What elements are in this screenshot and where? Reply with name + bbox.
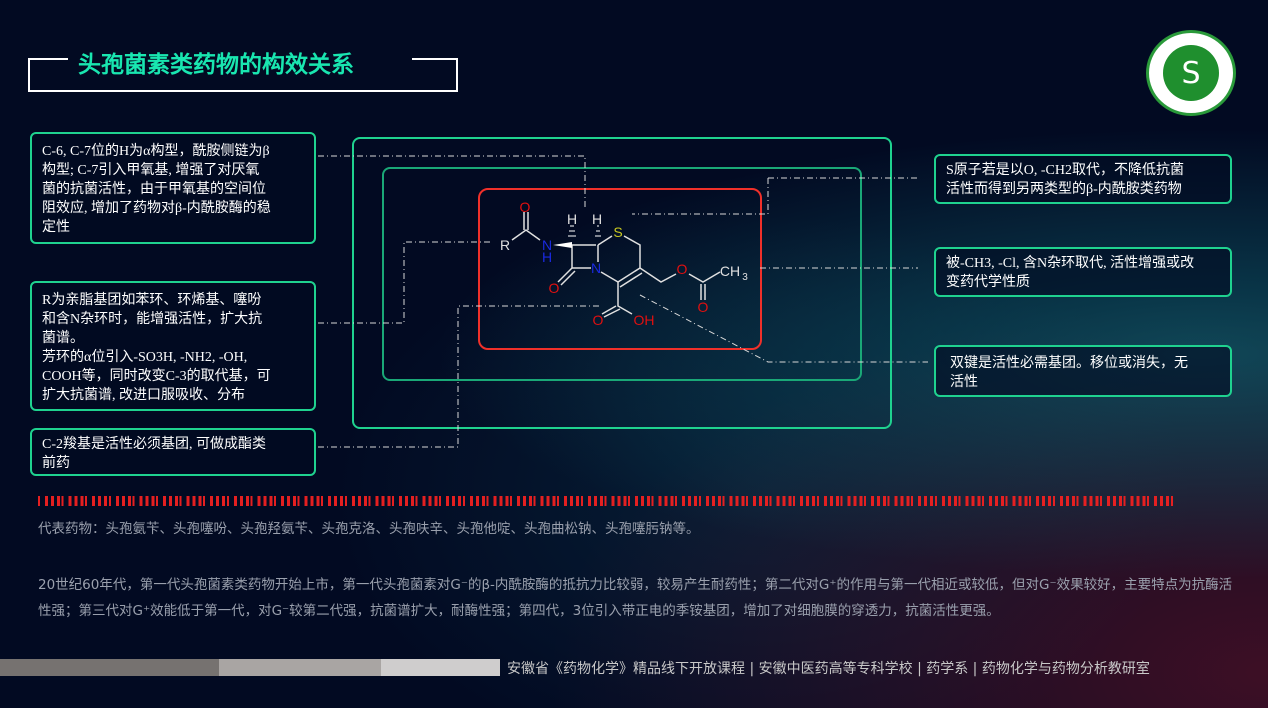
line: 定性: [42, 220, 70, 235]
line: 活性: [950, 375, 978, 390]
connector-double-bond: [639, 294, 928, 363]
molecule-atoms: R O N H H H S N O O O CH 3 O OH: [500, 199, 748, 328]
connector-lines: [318, 155, 928, 448]
line: 菌谱。: [42, 331, 84, 346]
page-title: 头孢菌素类药物的构效关系: [78, 52, 354, 78]
footer-text: 安徽省《药物化学》精品线下开放课程 | 安徽中医药高等专科学校 | 药学系 | …: [507, 661, 1150, 677]
molecule-bonds: [511, 212, 721, 318]
footer-bar: [381, 659, 500, 676]
line: 扩大抗菌谱, 改进口服吸收、分布: [42, 388, 245, 403]
line: C-2羧基是活性必须基团, 可做成酯类: [42, 437, 266, 452]
note-carboxyl: C-2羧基是活性必须基团, 可做成酯类前药: [30, 428, 316, 476]
connector-stereo: [318, 155, 586, 210]
atom-s: S: [613, 224, 622, 240]
atom-oh: OH: [634, 312, 655, 328]
atom-o: O: [549, 280, 560, 296]
line: 被-CH3, -Cl, 含N杂环取代, 活性增强或改: [946, 256, 1195, 271]
line: C-6, C-7位的H为α构型，酰胺侧链为β: [42, 144, 270, 159]
line: 菌的抗菌活性，由于甲氧基的空间位: [42, 182, 266, 197]
middle-frame: [382, 167, 862, 381]
line: 构型; C-7引入甲氧基, 增强了对厌氧: [42, 163, 260, 178]
note-r-group: R为亲脂基团如苯环、环烯基、噻吩和含N杂环时，能增强活性，扩大抗菌谱。芳环的α位…: [30, 281, 316, 411]
note-sulfur: S原子若是以O, -CH2取代，不降低抗菌活性而得到另两类型的β-内酰胺类药物: [934, 154, 1232, 204]
atom-h: H: [567, 211, 577, 227]
connector-carboxyl: [318, 305, 600, 448]
footer-bar: [219, 659, 381, 676]
outer-frame: [352, 137, 892, 429]
atom-o: O: [698, 299, 709, 315]
atom-o: O: [677, 261, 688, 277]
note-c3-substituent: 被-CH3, -Cl, 含N杂环取代, 活性增强或改变药代学性质: [934, 247, 1232, 297]
note-double-bond: 双键是活性必需基团。移位或消失，无活性: [934, 345, 1232, 397]
school-logo: S: [1146, 30, 1236, 116]
hash-bonds: [568, 225, 601, 237]
note-stereochemistry: C-6, C-7位的H为α构型，酰胺侧链为β 构型; C-7引入甲氧基, 增强了对…: [30, 132, 316, 244]
line: 阻效应, 增加了药物对β-内酰胺酶的稳: [42, 201, 271, 216]
atom-r: R: [500, 237, 510, 253]
connector-sulfur: [632, 177, 918, 215]
representative-drugs: 代表药物：头孢氨苄、头孢噻吩、头孢羟氨苄、头孢克洛、头孢呋辛、头孢他啶、头孢曲松…: [38, 521, 700, 537]
footer-bar: [0, 659, 219, 676]
line: 前药: [42, 456, 70, 471]
title-frame: [28, 58, 458, 92]
line: 变药代学性质: [946, 275, 1030, 290]
line: R为亲脂基团如苯环、环烯基、噻吩: [42, 293, 262, 308]
line: COOH等，同时改变C-3的取代基，可: [42, 369, 271, 384]
footer-bars: [0, 659, 500, 676]
atom-ch3: CH: [720, 263, 740, 279]
atom-h: H: [542, 249, 552, 265]
atom-subscript: 3: [742, 272, 748, 283]
line: 和含N杂环时，能增强活性，扩大抗: [42, 312, 263, 327]
ruler-divider: [38, 496, 1173, 506]
wedge-bond: [553, 242, 572, 248]
line: S原子若是以O, -CH2取代，不降低抗菌: [946, 163, 1185, 178]
atom-h: H: [592, 211, 602, 227]
line: 芳环的α位引入-SO3H, -NH2, -OH,: [42, 350, 248, 365]
line: 活性而得到另两类型的β-内酰胺类药物: [946, 182, 1182, 197]
line: 双键是活性必需基团。移位或消失，无: [950, 356, 1188, 371]
atom-o: O: [520, 199, 531, 215]
history-paragraph: 20世纪60年代，第一代头孢菌素类药物开始上市，第一代头孢菌素对G⁻的β-内酰胺…: [38, 577, 1233, 619]
atom-n: N: [542, 237, 552, 253]
molecule-frame: [478, 188, 762, 350]
atom-n: N: [591, 260, 601, 276]
connector-r: [318, 241, 490, 324]
logo-emblem-icon: S: [1163, 45, 1219, 101]
atom-o: O: [593, 312, 604, 328]
